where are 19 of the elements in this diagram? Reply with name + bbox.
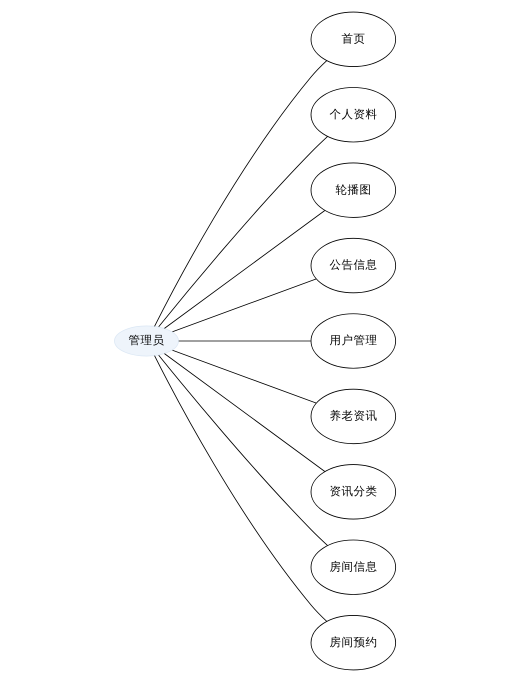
connector — [172, 350, 316, 404]
connector — [172, 278, 316, 332]
connector — [158, 136, 328, 328]
node-ellipse: 房间预约 — [310, 615, 396, 670]
connector — [158, 354, 328, 546]
node-ellipse: 管理员 — [114, 326, 178, 356]
node-ellipse: 个人资料 — [310, 87, 396, 142]
connector — [164, 353, 325, 472]
connector — [154, 60, 327, 327]
connector — [178, 340, 311, 342]
node-ellipse: 房间信息 — [310, 540, 396, 595]
node-ellipse: 养老资讯 — [310, 388, 396, 444]
node-ellipse: 资讯分类 — [310, 464, 396, 520]
node-ellipse: 首页 — [310, 12, 396, 67]
connector — [154, 355, 327, 622]
node-ellipse: 轮播图 — [310, 162, 396, 218]
node-ellipse: 用户管理 — [310, 313, 396, 369]
node-ellipse: 公告信息 — [310, 238, 396, 294]
connector — [164, 210, 325, 329]
